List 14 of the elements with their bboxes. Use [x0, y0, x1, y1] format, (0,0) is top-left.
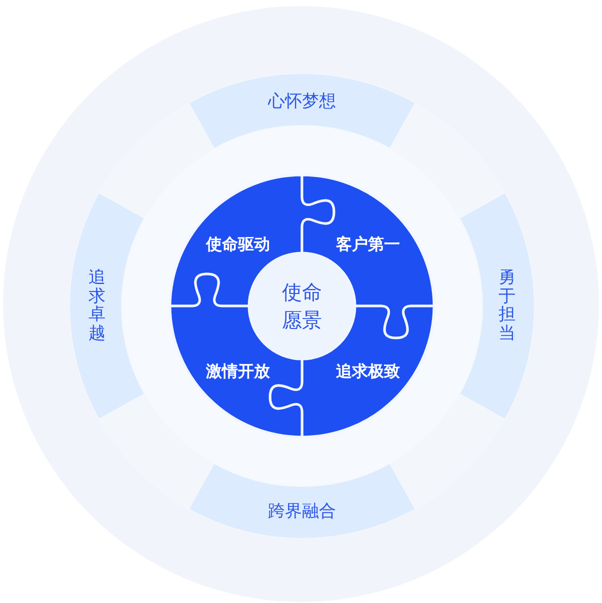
- ring-segment: [188, 463, 416, 539]
- piece-label: 激情开放: [206, 362, 270, 382]
- puzzle-piece: [168, 272, 303, 439]
- ring-segment: [69, 192, 145, 420]
- ring-segment: [188, 73, 416, 149]
- piece-label: 使命驱动: [206, 234, 270, 256]
- segment-label: 心怀梦想: [268, 90, 336, 112]
- center-label: 使命愿景: [282, 279, 322, 334]
- piece-label: 追求极致: [336, 362, 400, 382]
- segment-label: 追求卓越: [88, 268, 106, 344]
- segment-label: 勇于担当: [498, 268, 516, 344]
- piece-label: 客户第一: [336, 234, 400, 256]
- segment-label: 跨界融合: [268, 500, 336, 522]
- ring-segment: [459, 192, 535, 420]
